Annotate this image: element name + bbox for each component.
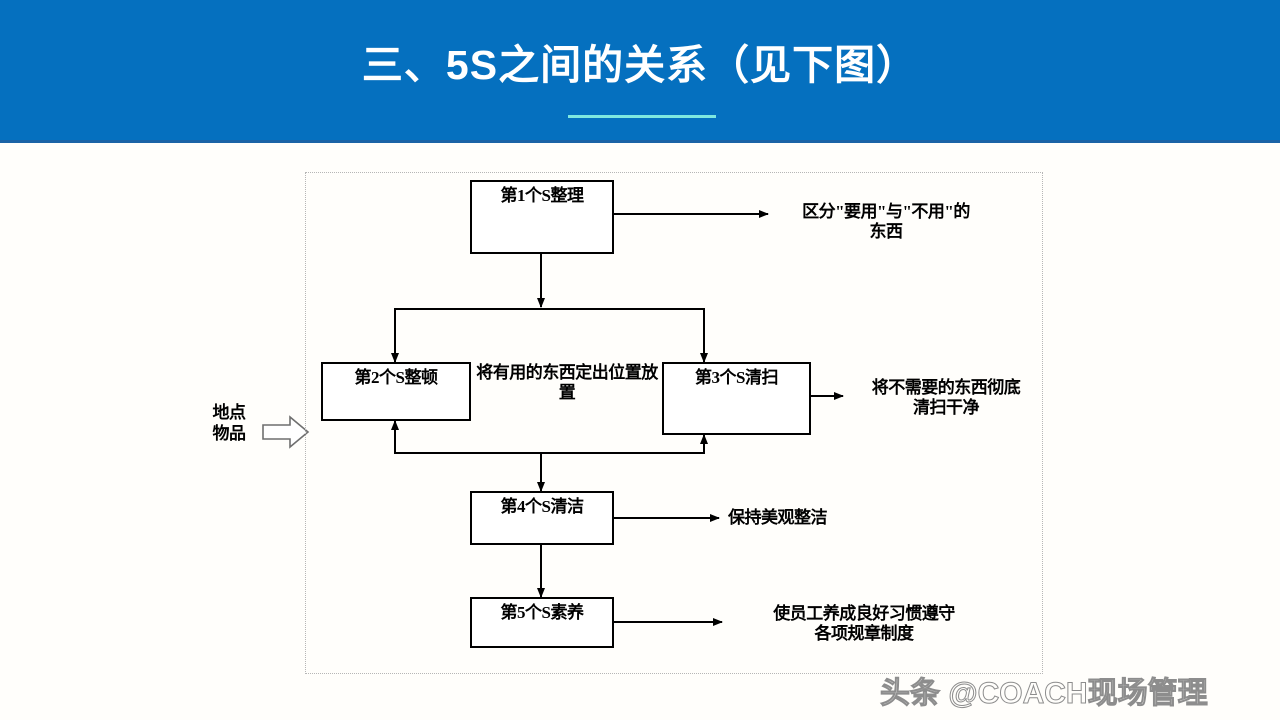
node-s1-label: 第1个S整理 (500, 186, 584, 205)
header-banner: 三、5S之间的关系（见下图） (0, 0, 1280, 143)
note-s1-text: 区分"要用"与"不用"的 东西 (778, 202, 994, 242)
node-s2-label: 第2个S整顿 (354, 368, 438, 387)
note-s5-line2: 各项规章制度 (814, 624, 915, 644)
node-s3-label: 第3个S清扫 (695, 368, 778, 387)
node-s1-zhengli[interactable]: 第1个S整理 (470, 180, 614, 254)
entry-label-line1: 地点 (212, 403, 247, 422)
node-s5-label: 第5个S素养 (500, 603, 584, 622)
diagram-container (305, 172, 1043, 674)
block-arrow-right-icon (262, 415, 310, 454)
node-s5-suyang[interactable]: 第5个S素养 (470, 597, 614, 648)
page-title: 三、5S之间的关系（见下图） (361, 42, 919, 88)
note-s1-line1: 区分"要用"与"不用"的 (802, 202, 970, 221)
node-s3-qingsao[interactable]: 第3个S清扫 (662, 362, 811, 435)
node-s4-label: 第4个S清洁 (500, 497, 584, 516)
note-s4-text: 保持美观整洁 (728, 508, 828, 527)
note-s1-line2: 东西 (869, 222, 904, 242)
entry-label-line2: 物品 (212, 424, 247, 444)
note-s5-text: 使员工养成良好习惯遵守 各项规章制度 (730, 604, 998, 644)
note-s3-text: 将不需要的东西彻底 清扫干净 (852, 378, 1040, 418)
center-note-placement: 将有用的东西定出位置放置 (476, 363, 658, 403)
title-underline-decoration (568, 115, 716, 118)
note-s3-line1: 将不需要的东西彻底 (871, 378, 1021, 397)
watermark-text: 头条 @COACH现场管理 (880, 677, 1209, 711)
node-s4-qingjie[interactable]: 第4个S清洁 (470, 491, 614, 545)
node-s2-zhengdun[interactable]: 第2个S整顿 (321, 362, 471, 421)
note-s5-line1: 使员工养成良好习惯遵守 (773, 604, 955, 623)
note-s3-line2: 清扫干净 (913, 398, 980, 418)
entry-label: 地点 物品 (198, 402, 260, 445)
